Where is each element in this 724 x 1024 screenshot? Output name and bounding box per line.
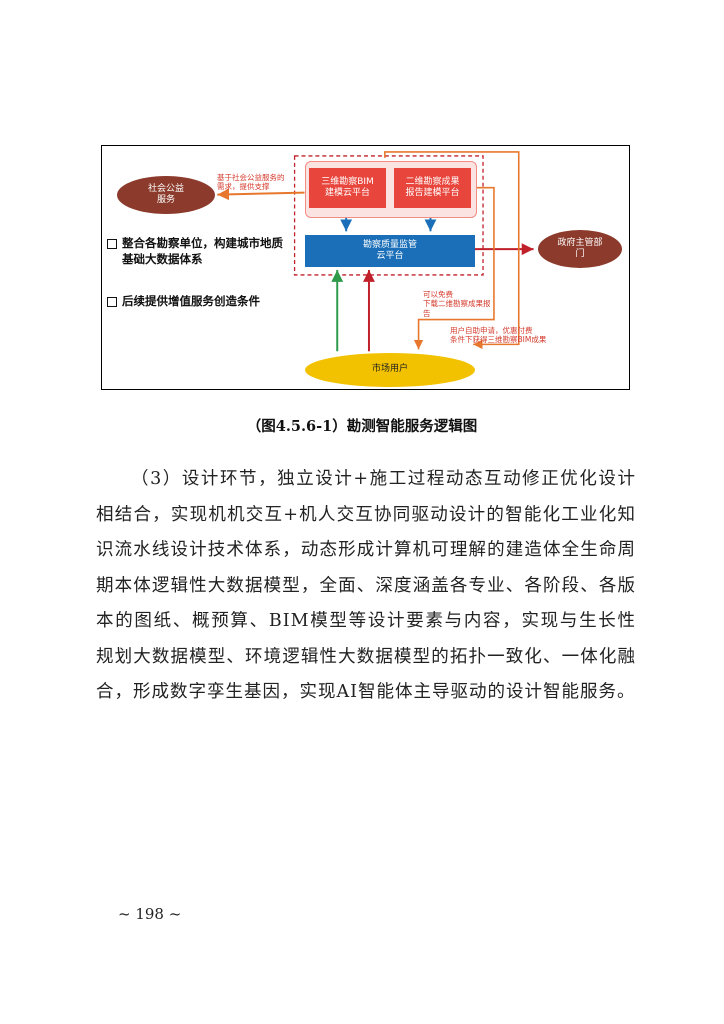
market-users-node: 市场用户 <box>305 353 475 387</box>
body-paragraph: （3）设计环节，独立设计+施工过程动态互动修正优化设计相结合，实现机机交互+机人… <box>96 469 636 702</box>
figure-caption: （图4.5.6-1）勘测智能服务逻辑图 <box>246 418 478 435</box>
diagram-connectors <box>217 151 534 352</box>
social-service-note: 基于社会公益服务的需求，提供支撑 <box>217 173 285 192</box>
bim-platform-node: 三维勘察BIM 建模云平台 <box>309 168 386 208</box>
diagram-figure: 社会公益 服务 三维勘察BIM 建模云平台 二维勘察成果 报告建模平台 勘察质量… <box>101 145 630 390</box>
free-download-note: 可以免费 下载二维勘察成果报 告 <box>423 290 491 318</box>
checkbox-square-icon <box>107 297 117 307</box>
paid-download-note: 用户自助申请，优惠付费 条件下获得三维勘察BIM成果 <box>450 326 547 345</box>
bullet-item: 整合各勘察单位，构建城市地质基础大数据体系 <box>107 236 287 267</box>
paid-download-path <box>384 151 520 350</box>
free-download-path <box>413 186 495 350</box>
social-service-node: 社会公益 服务 <box>117 176 215 214</box>
bullet-text: 后续提供增值服务创造条件 <box>122 294 260 308</box>
social-arrow <box>217 188 305 201</box>
government-node: 政府主管部 门 <box>538 230 622 268</box>
bullet-item: 后续提供增值服务创造条件 <box>107 294 307 310</box>
checkbox-square-icon <box>107 239 117 249</box>
page-number: ~ 198 ~ <box>118 905 182 923</box>
platform-group-border <box>293 155 484 276</box>
report-platform-node: 二维勘察成果 报告建模平台 <box>394 168 471 208</box>
supervision-platform-node: 勘察质量监管 云平台 <box>305 235 475 267</box>
bullet-text: 整合各勘察单位，构建城市地质基础大数据体系 <box>122 236 283 266</box>
